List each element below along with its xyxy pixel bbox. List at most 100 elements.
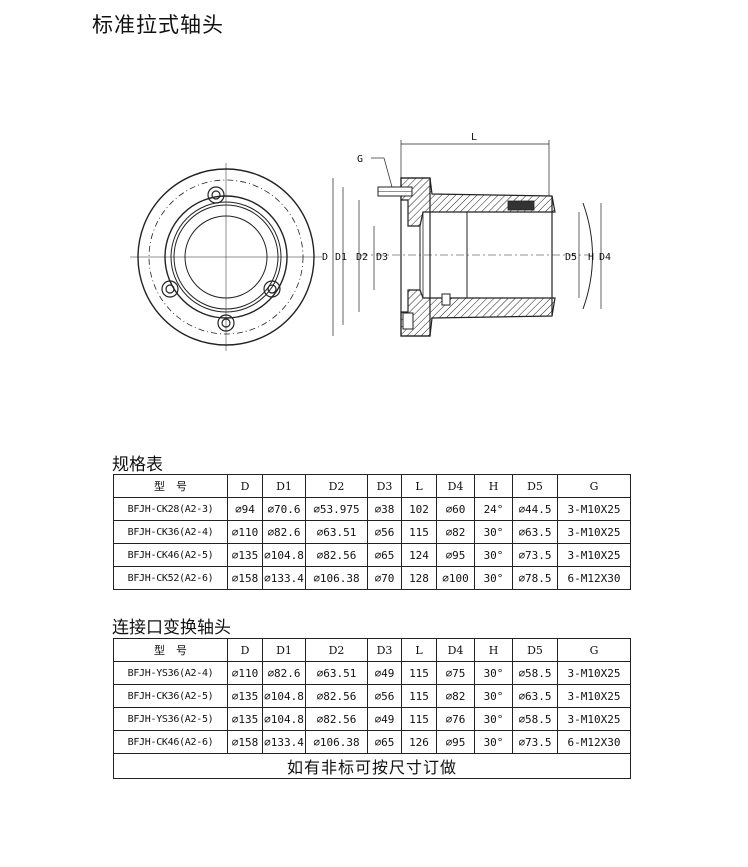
cell: 30° [474, 566, 513, 590]
header-H: H [474, 474, 513, 498]
table-row: BFJH-CK52(A2-6) ⌀158 ⌀133.4 ⌀106.38 ⌀70 … [113, 566, 631, 590]
cell: 30° [474, 520, 513, 544]
header-D: D [227, 638, 263, 662]
cell: 126 [401, 730, 437, 754]
cell: ⌀63.5 [512, 520, 558, 544]
custom-order-note: 如有非标可按尺寸订做 [113, 753, 631, 779]
cell-model: BFJH-CK52(A2-6) [113, 566, 228, 590]
cell: ⌀65 [367, 543, 402, 567]
cell: ⌀63.51 [305, 661, 368, 685]
spec-table-title: 规格表 [112, 455, 163, 475]
cell: 6-M12X30 [557, 730, 631, 754]
cell: ⌀158 [227, 730, 263, 754]
cell: ⌀110 [227, 661, 263, 685]
cell: ⌀70 [367, 566, 402, 590]
table-header-row: 型 号 D D1 D2 D3 L D4 H D5 G [113, 638, 631, 662]
label-L: L [471, 132, 477, 143]
spec-table: 型 号 D D1 D2 D3 L D4 H D5 G BFJH-CK28(A2-… [113, 474, 631, 590]
header-model: 型 号 [113, 638, 228, 662]
adapter-table-title: 连接口变换轴头 [112, 618, 231, 638]
cell: 30° [474, 543, 513, 567]
cell: ⌀76 [436, 707, 475, 731]
table-row: BFJH-CK46(A2-5) ⌀135 ⌀104.8 ⌀82.56 ⌀65 1… [113, 543, 631, 567]
cell: ⌀106.38 [305, 730, 368, 754]
front-view [130, 163, 322, 351]
label-D3: D3 [376, 252, 388, 263]
cell: 30° [474, 661, 513, 685]
cell: ⌀75 [436, 661, 475, 685]
header-D3: D3 [367, 638, 402, 662]
table-row: BFJH-YS36(A2-5) ⌀135 ⌀104.8 ⌀82.56 ⌀49 1… [113, 707, 631, 731]
cell-model: BFJH-CK28(A2-3) [113, 497, 228, 521]
cell: 24° [474, 497, 513, 521]
cell: ⌀158 [227, 566, 263, 590]
table-row: BFJH-CK36(A2-5) ⌀135 ⌀104.8 ⌀82.56 ⌀56 1… [113, 684, 631, 708]
header-L: L [401, 638, 437, 662]
header-D5: D5 [512, 638, 558, 662]
dimension-lines [332, 140, 602, 336]
label-G: G [357, 154, 363, 165]
cell: ⌀82.6 [262, 520, 306, 544]
cell: ⌀110 [227, 520, 263, 544]
note-row: 如有非标可按尺寸订做 [113, 753, 631, 779]
cell-model: BFJH-CK36(A2-4) [113, 520, 228, 544]
table-header-row: 型 号 D D1 D2 D3 L D4 H D5 G [113, 474, 631, 498]
dimension-labels: L G D D1 D2 D3 D5 H D4 [322, 132, 611, 263]
cell: 3-M10X25 [557, 684, 631, 708]
header-G: G [557, 474, 631, 498]
cell: 115 [401, 684, 437, 708]
cell: 3-M10X25 [557, 497, 631, 521]
header-G: G [557, 638, 631, 662]
cell: ⌀82.56 [305, 684, 368, 708]
cell: ⌀100 [436, 566, 475, 590]
cell: ⌀73.5 [512, 730, 558, 754]
cell: ⌀106.38 [305, 566, 368, 590]
cell: ⌀49 [367, 707, 402, 731]
cell: ⌀104.8 [262, 684, 306, 708]
bolt-hole [263, 280, 281, 298]
header-D4: D4 [436, 638, 475, 662]
cell: 3-M10X25 [557, 707, 631, 731]
cell: ⌀60 [436, 497, 475, 521]
label-D2: D2 [356, 252, 368, 263]
cell: 3-M10X25 [557, 543, 631, 567]
header-L: L [401, 474, 437, 498]
cell: ⌀63.51 [305, 520, 368, 544]
cell: ⌀135 [227, 707, 263, 731]
cell: ⌀78.5 [512, 566, 558, 590]
header-D2: D2 [305, 474, 368, 498]
cell: ⌀58.5 [512, 661, 558, 685]
label-D5: D5 [565, 252, 577, 263]
header-D1: D1 [262, 638, 306, 662]
header-D1: D1 [262, 474, 306, 498]
cell: ⌀38 [367, 497, 402, 521]
cell: 30° [474, 684, 513, 708]
table-row: BFJH-CK36(A2-4) ⌀110 ⌀82.6 ⌀63.51 ⌀56 11… [113, 520, 631, 544]
cell: ⌀53.975 [305, 497, 368, 521]
cell: 115 [401, 520, 437, 544]
label-D4: D4 [599, 252, 611, 263]
cell: 128 [401, 566, 437, 590]
cell: ⌀44.5 [512, 497, 558, 521]
label-H: H [588, 252, 594, 263]
header-D2: D2 [305, 638, 368, 662]
cell: ⌀82.6 [262, 661, 306, 685]
adapter-table: 型 号 D D1 D2 D3 L D4 H D5 G BFJH-YS36(A2-… [113, 638, 631, 779]
cell: ⌀104.8 [262, 707, 306, 731]
cell: 30° [474, 730, 513, 754]
cell: ⌀49 [367, 661, 402, 685]
table-row: BFJH-CK28(A2-3) ⌀94 ⌀70.6 ⌀53.975 ⌀38 10… [113, 497, 631, 521]
cell: ⌀70.6 [262, 497, 306, 521]
cell: ⌀65 [367, 730, 402, 754]
cell: ⌀56 [367, 520, 402, 544]
header-H: H [474, 638, 513, 662]
bolt-hole [161, 280, 179, 298]
label-D: D [322, 252, 328, 263]
cell: 3-M10X25 [557, 661, 631, 685]
section-view [360, 177, 593, 337]
header-D: D [227, 474, 263, 498]
cell-model: BFJH-YS36(A2-4) [113, 661, 228, 685]
cell-model: BFJH-CK46(A2-6) [113, 730, 228, 754]
page-title: 标准拉式轴头 [92, 13, 224, 37]
cell: ⌀95 [436, 543, 475, 567]
